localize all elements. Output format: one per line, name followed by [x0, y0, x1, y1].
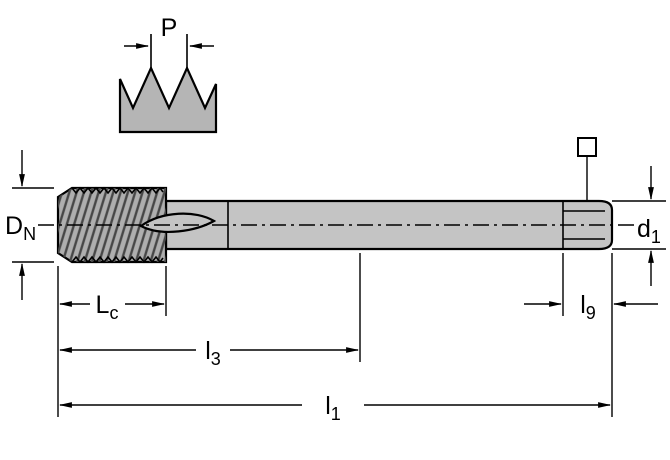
dimension-shank-diameter: d1 [612, 166, 666, 286]
dimension-chamfer-length: Lc [58, 291, 166, 323]
dimension-square-length: l9 [524, 291, 658, 323]
pitch-label: P [161, 14, 178, 42]
d1-label: d1 [637, 215, 661, 247]
square-drive-icon [577, 137, 597, 157]
dn-label: DN [5, 212, 36, 244]
dimension-intermediate-length: l3 [58, 337, 360, 369]
lc-label: Lc [96, 291, 119, 323]
thread-crest-bottom [71, 255, 164, 264]
pitch-detail: P [118, 14, 218, 134]
tap-body [38, 137, 634, 264]
flute [138, 212, 217, 233]
thread-profile-shape [118, 65, 218, 134]
l3-label: l3 [205, 337, 221, 369]
l1-label: l1 [325, 392, 341, 424]
dimension-overall-length: l1 [58, 392, 612, 424]
l9-label: l9 [580, 291, 596, 323]
thread-crest-top [71, 186, 164, 195]
extension-lines [57, 253, 613, 417]
dimension-nominal-diameter: DN [5, 150, 54, 300]
